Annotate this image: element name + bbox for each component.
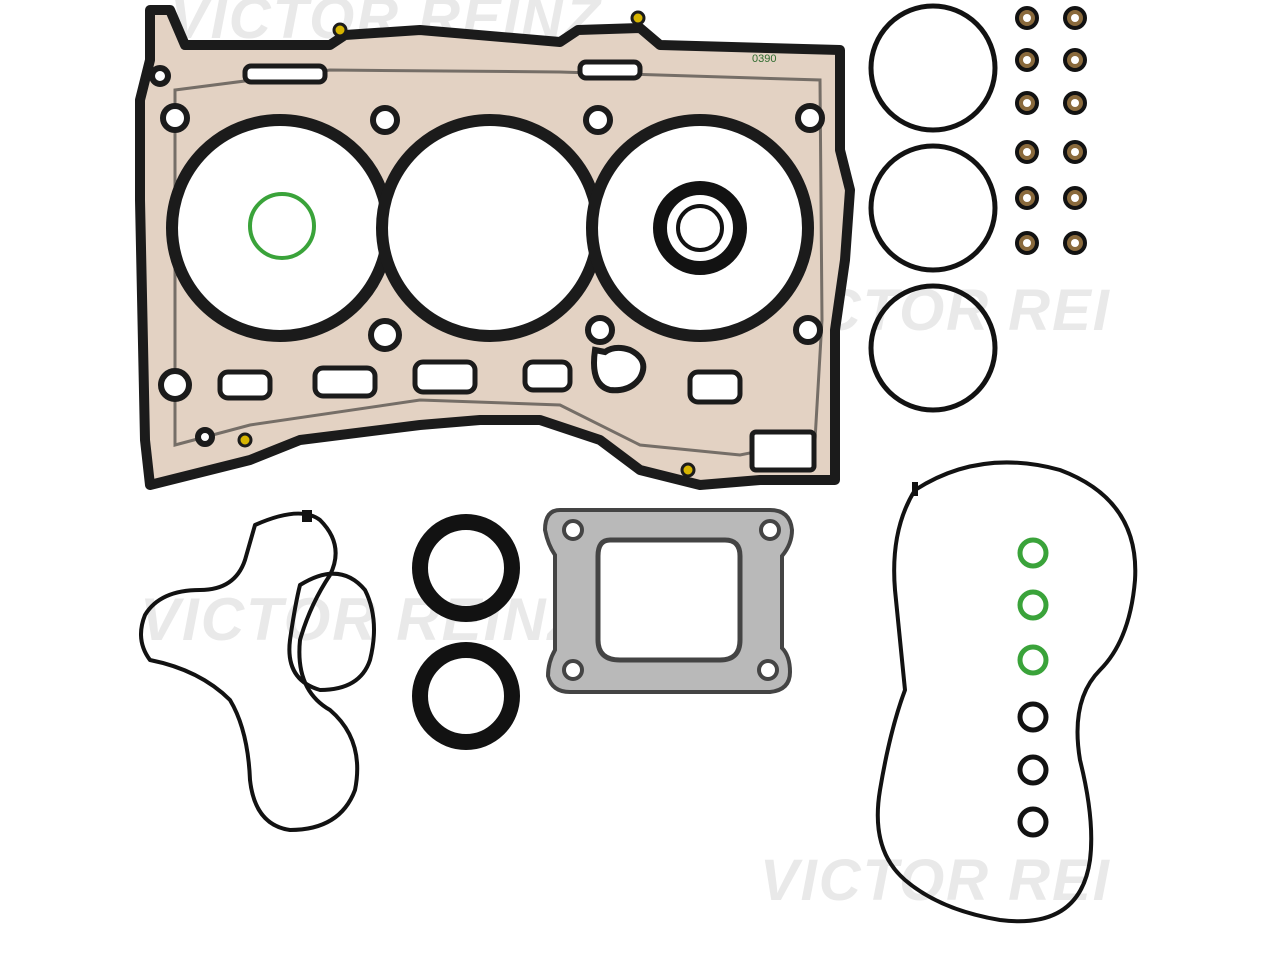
valve-seal xyxy=(1063,186,1087,210)
small-oring-black xyxy=(1017,806,1049,838)
cylinder-bore-2 xyxy=(376,114,604,342)
small-orings xyxy=(1017,537,1049,838)
shaft-seal-outer xyxy=(653,181,747,275)
small-oring-green xyxy=(1017,589,1049,621)
flange-bolt-hole xyxy=(562,519,584,541)
coolant-slot xyxy=(749,429,817,473)
valve-cover-gasket-tab xyxy=(912,482,918,496)
coolant-slot xyxy=(312,365,378,399)
small-oring-green xyxy=(1017,644,1049,676)
dowel-marker xyxy=(630,10,646,26)
oil-passage xyxy=(591,344,647,394)
exhaust-flange-gasket xyxy=(542,508,795,694)
valve-seal xyxy=(1015,186,1039,210)
valve-seal xyxy=(1063,91,1087,115)
valve-seal xyxy=(1063,6,1087,30)
valve-seal xyxy=(1015,140,1039,164)
valve-cover-gasket xyxy=(875,460,1138,924)
flange-bolt-hole xyxy=(757,659,779,681)
cylinder-bore-3 xyxy=(586,114,814,342)
flange-bolt-hole xyxy=(562,659,584,681)
exhaust-flange-port xyxy=(595,537,743,663)
bolt-hole xyxy=(368,318,402,352)
flange-bolt-holes xyxy=(562,519,781,681)
bolt-hole xyxy=(585,315,615,345)
head-gasket-part-mark: 0390 xyxy=(752,53,776,65)
dowel-marker xyxy=(237,432,253,448)
flange-bolt-hole xyxy=(759,519,781,541)
coolant-slot xyxy=(242,63,328,85)
bolt-hole xyxy=(158,368,192,402)
large-oring-3 xyxy=(868,283,998,413)
valve-seal xyxy=(1063,48,1087,72)
small-hole xyxy=(149,65,171,87)
dowel-marker xyxy=(680,462,696,478)
watermark-mid-left: VICTOR REINZ xyxy=(140,586,587,653)
small-oring-black xyxy=(1017,754,1049,786)
valve-seal xyxy=(1015,6,1039,30)
valve-seal xyxy=(1063,231,1087,255)
coolant-slots xyxy=(217,59,817,473)
bolt-hole xyxy=(370,105,400,135)
large-orings xyxy=(868,3,998,413)
coolant-slot xyxy=(412,359,478,395)
coolant-slot xyxy=(687,369,743,405)
cylinder-head-gasket: 0390 xyxy=(135,5,855,490)
green-oring-bore xyxy=(248,192,316,260)
head-gasket-bead xyxy=(173,68,824,457)
small-oring-black xyxy=(1017,701,1049,733)
bolt-hole xyxy=(795,103,825,133)
coolant-slot xyxy=(577,59,643,81)
bolt-hole xyxy=(793,315,823,345)
bolt-hole xyxy=(583,105,613,135)
coolant-slot xyxy=(522,359,573,393)
intake-gasket-tab xyxy=(302,510,312,522)
shaft-seal-inner xyxy=(676,204,724,252)
thick-seal-rings xyxy=(412,514,520,750)
small-oring-green xyxy=(1017,537,1049,569)
coolant-slot xyxy=(217,369,273,401)
dowel-marker xyxy=(332,22,348,38)
small-hole xyxy=(195,427,215,447)
large-oring-2 xyxy=(868,143,998,273)
intake-manifold-gasket xyxy=(139,511,376,832)
valve-seal xyxy=(1015,231,1039,255)
thick-seal-ring-1 xyxy=(412,514,520,622)
valve-seal xyxy=(1015,91,1039,115)
valve-seal xyxy=(1063,140,1087,164)
watermark-bottom-right: VICTOR REI xyxy=(760,848,1111,913)
cylinder-bore-1 xyxy=(166,114,394,342)
bolt-hole xyxy=(160,103,190,133)
valve-stem-seals xyxy=(1015,6,1087,255)
thick-seal-ring-2 xyxy=(412,642,520,750)
large-oring-1 xyxy=(868,3,998,133)
valve-seal xyxy=(1015,48,1039,72)
bolt-holes xyxy=(149,65,825,447)
